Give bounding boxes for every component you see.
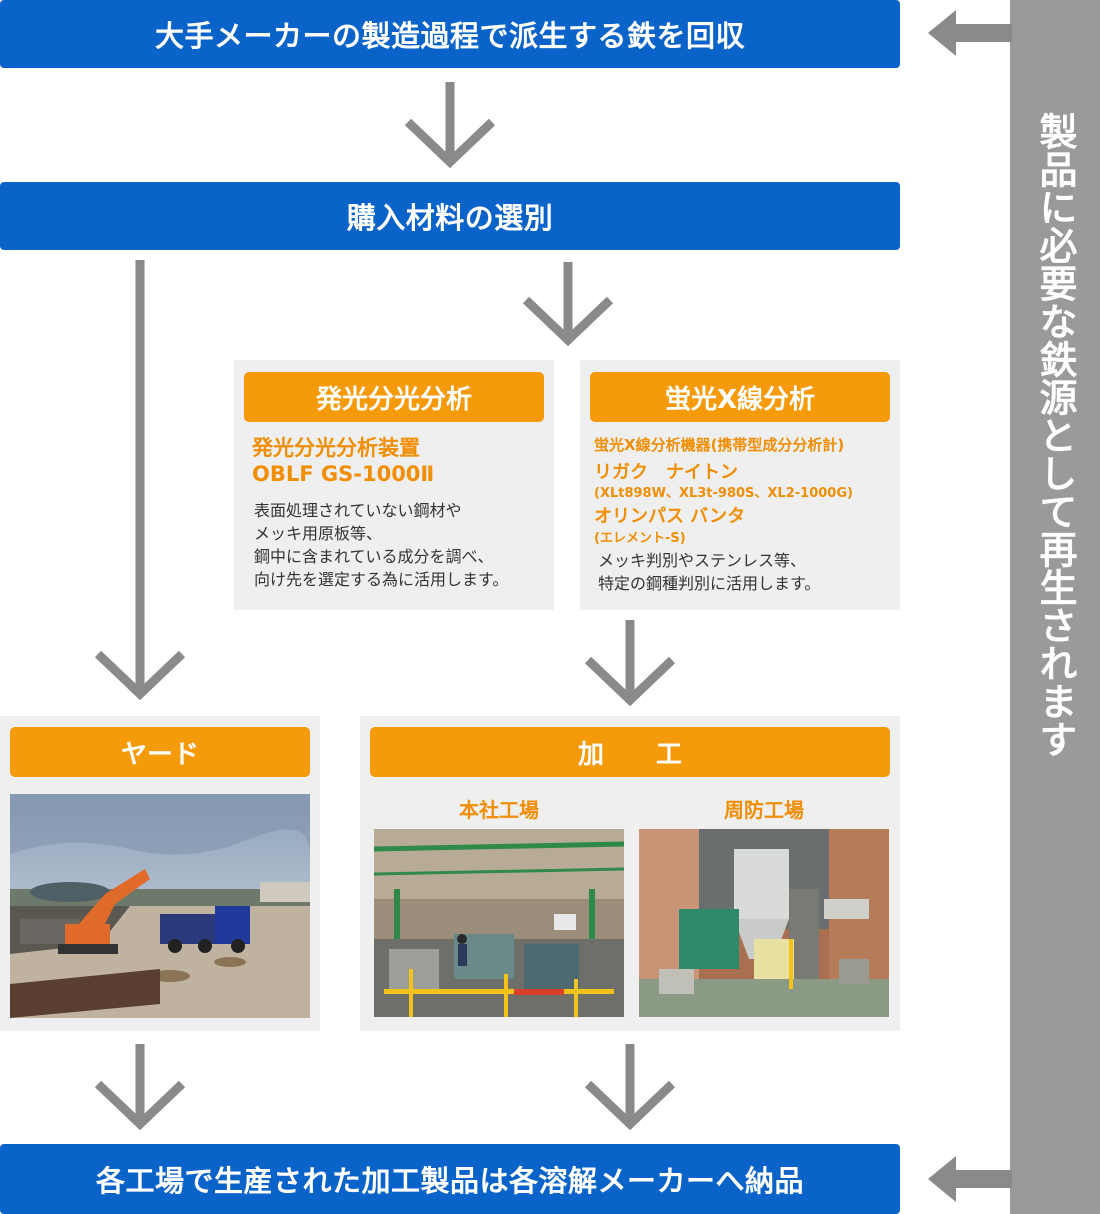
xrf-description: メッキ判別やステンレス等、 特定の鋼種判別に活用します。 xyxy=(598,551,821,593)
side-bar xyxy=(1010,0,1100,1214)
plant1-photo xyxy=(374,829,624,1017)
processing-header: 加 工 xyxy=(370,727,890,777)
xrf-line4: オリンパス バンタ xyxy=(594,506,746,527)
xrf-line3: (XLt898W、XL3t-980S、XL2-1000G) xyxy=(594,486,853,501)
xrf-line5: (エレメント-S) xyxy=(594,531,686,546)
left-arrow-top-icon xyxy=(928,10,1012,56)
yard-photo xyxy=(10,794,310,1018)
step1-bar: 大手メーカーの製造過程で派生する鉄を回収 xyxy=(0,0,900,68)
yard-header: ヤード xyxy=(10,727,310,777)
plant1-label: 本社工場 xyxy=(459,798,539,822)
side-label: 製品に必要な鉄源として再生されます xyxy=(1033,112,1077,758)
left-arrow-bottom-icon xyxy=(928,1156,1012,1202)
xrf-line2: リガク ナイトン xyxy=(594,462,738,483)
oes-description: 表面処理されていない鋼材や メッキ用原板等、 鋼中に含まれている成分を調べ、 向… xyxy=(254,501,509,589)
down-arrow-icon xyxy=(404,82,496,168)
down-arrow-icon xyxy=(94,1044,186,1130)
plant2-label: 周防工場 xyxy=(724,798,804,822)
down-arrow-icon xyxy=(584,1044,676,1130)
plant2-photo xyxy=(639,829,889,1017)
down-arrow-long-icon xyxy=(94,260,186,700)
final-bar: 各工場で生産された加工製品は各溶解メーカーへ納品 xyxy=(0,1144,900,1214)
xrf-header: 蛍光X線分析 xyxy=(590,372,890,422)
down-arrow-icon xyxy=(522,262,614,346)
xrf-line1: 蛍光X線分析機器(携帯型成分分析計) xyxy=(594,436,845,454)
step2-bar: 購入材料の選別 xyxy=(0,182,900,250)
oes-header: 発光分光分析 xyxy=(244,372,544,422)
oes-title-line2: OBLF GS-1000Ⅱ xyxy=(252,462,435,486)
oes-title-line1: 発光分光分析装置 xyxy=(252,436,420,460)
down-arrow-icon xyxy=(584,620,676,706)
